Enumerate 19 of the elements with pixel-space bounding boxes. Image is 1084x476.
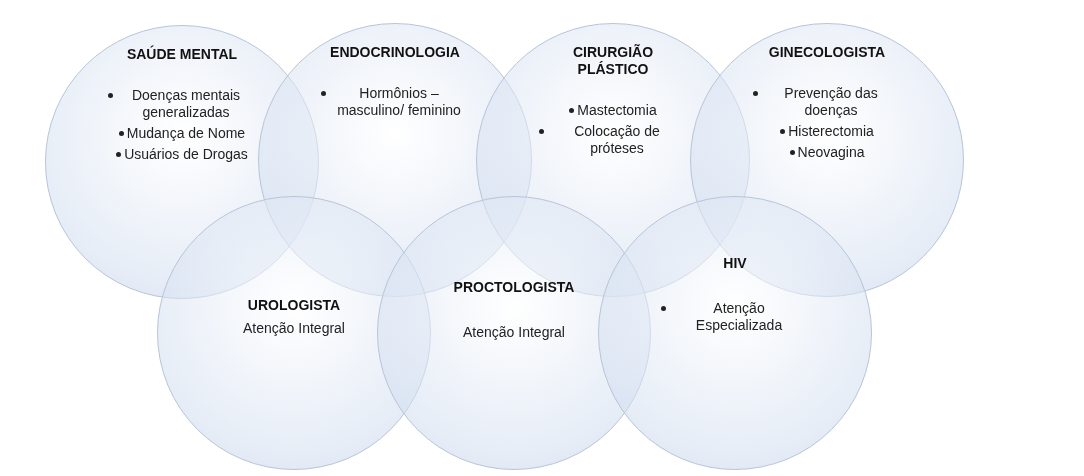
circle-heading: SAÚDE MENTAL xyxy=(126,46,238,63)
bullet-item: Mudança de Nome xyxy=(126,125,246,142)
bullet-item: Mastectomia xyxy=(577,102,657,119)
bullet-item: Usuários de Drogas xyxy=(124,146,248,163)
circle-heading: PROCTOLOGISTA xyxy=(453,279,575,296)
bullet-item: Neovagina xyxy=(797,144,865,161)
bullet-item: Histerectomia xyxy=(788,123,874,140)
body-text: Atenção Integral xyxy=(463,324,565,341)
bullet-item: Colocação de próteses xyxy=(573,123,661,157)
circle-heading: UROLOGISTA xyxy=(247,297,341,314)
circle-heading: HIV xyxy=(723,255,747,272)
bullet-item: Hormônios – masculino/ feminino xyxy=(336,85,462,119)
circle-heading: GINECOLOGISTA xyxy=(768,44,886,61)
circle-heading: CIRURGIÃO PLÁSTICO xyxy=(571,44,655,78)
bullet-item: Doenças mentais generalizadas xyxy=(130,87,242,121)
bullet-item: Prevenção das doenças xyxy=(783,85,879,119)
body-text: Atenção Integral xyxy=(243,320,345,337)
circle-heading: ENDOCRINOLOGIA xyxy=(330,44,460,61)
bullet-item: Atenção Especializada xyxy=(694,300,784,334)
